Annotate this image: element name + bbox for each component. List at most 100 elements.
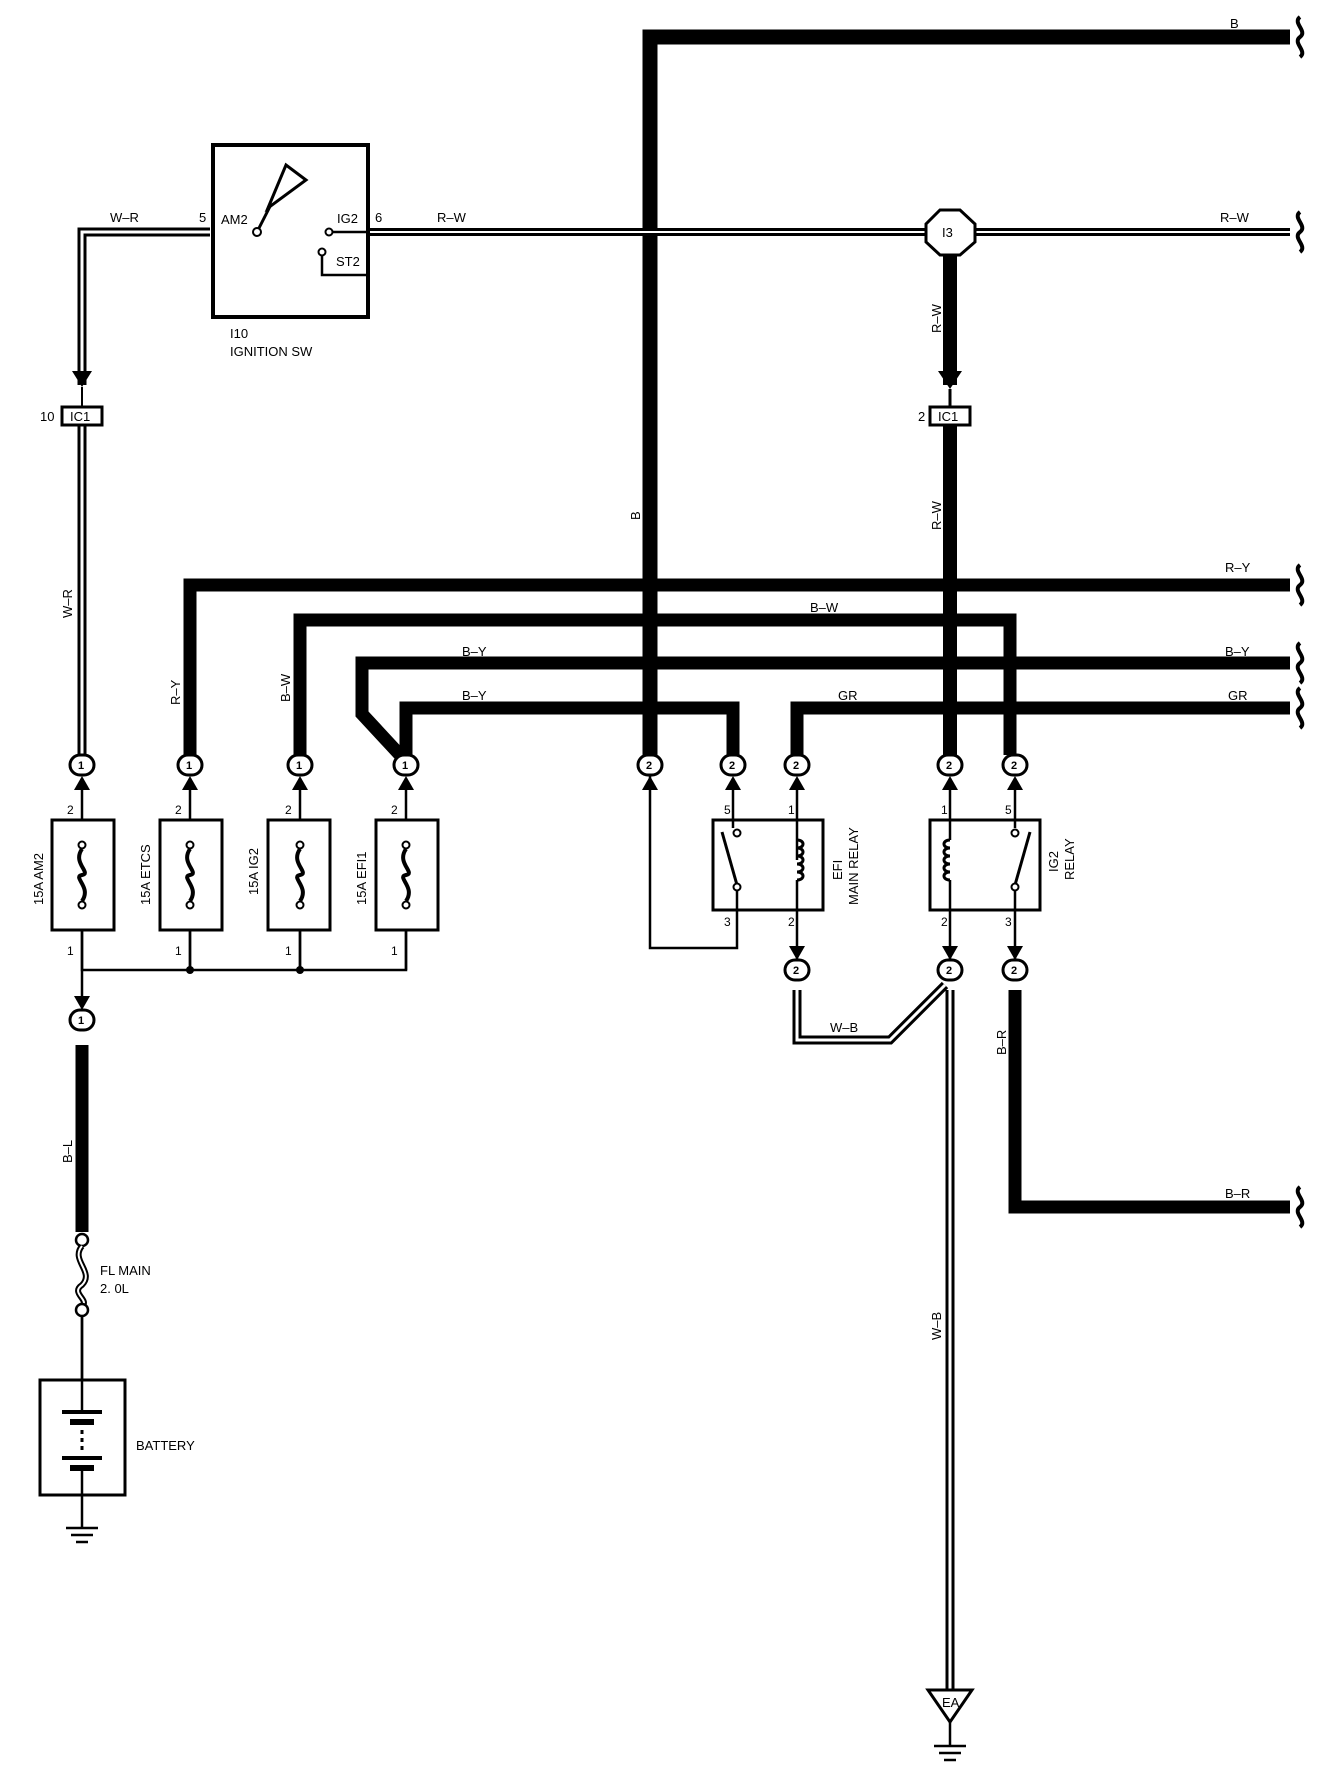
connectors-lower: 2 2 2	[783, 946, 1029, 982]
efi-main-relay: 5 1 3 2 EFI MAIN RELAY	[711, 790, 861, 960]
fuse-efi1-pin-top: 2	[391, 803, 398, 817]
efi-pin-2: 2	[788, 915, 795, 929]
conn-pin-am2: 1	[78, 760, 84, 772]
fuse-am2: 15A AM2 2 1	[31, 790, 116, 960]
label-by-2-mid: B–Y	[462, 688, 487, 703]
fuse-am2-pin-bottom: 1	[67, 944, 74, 958]
ig2-pin-3: 3	[1005, 915, 1012, 929]
fl-main-fusible-link: FL MAIN 2. 0L	[74, 1232, 151, 1380]
label-bw-vert: B–W	[278, 673, 293, 702]
label-rw-top-left: R–W	[437, 210, 467, 225]
conn-bl-pin: 1	[78, 1015, 84, 1027]
connector-upper-pins: 1 1 1 1 2 2 2 2 2	[78, 760, 1017, 772]
battery-label: BATTERY	[136, 1438, 195, 1453]
efi-pin-5: 5	[724, 803, 731, 817]
label-wb-vert: W–B	[929, 1312, 944, 1340]
battery: BATTERY	[38, 1378, 195, 1497]
fuse-ig2-label: 15A IG2	[246, 848, 261, 895]
label-by-1-right: B–Y	[1225, 644, 1250, 659]
ignition-st2-label: ST2	[336, 254, 360, 269]
i3-label: I3	[942, 225, 953, 240]
label-br-vert: B–R	[994, 1030, 1009, 1055]
label-rw-vert-1: R–W	[929, 303, 944, 333]
fuse-efi1: 15A EFI1 2 1	[354, 790, 440, 970]
ignition-pin-am2: 5	[199, 210, 206, 225]
label-b-vertical: B	[628, 511, 643, 520]
battery-ground-icon	[66, 1526, 98, 1544]
ig2-relay-label-2: RELAY	[1062, 838, 1077, 880]
conn-pin-etcs: 1	[186, 760, 192, 772]
fuse-ig2: 15A IG2 2 1	[246, 790, 332, 970]
wire-ends	[1295, 15, 1305, 1229]
connector-bl: 1	[68, 996, 96, 1032]
label-b-top: B	[1230, 16, 1239, 31]
ic1-left-pin: 10	[40, 409, 54, 424]
label-bw-top: B–W	[810, 600, 839, 615]
label-rw-vert-2: R–W	[929, 500, 944, 530]
ignition-pin-ig2: 6	[375, 210, 382, 225]
conn-pin-efi-1: 2	[793, 760, 799, 772]
fuse-ig2-pin-bottom: 1	[285, 944, 292, 958]
fuse-etcs-pin-top: 2	[175, 803, 182, 817]
wire-labels: B B R–W R–W R–W R–W W–R W–R R–Y R–Y B–W …	[60, 16, 1251, 1340]
ignition-name: IGNITION SW	[230, 344, 313, 359]
wire-bw	[293, 613, 1017, 755]
junction-dots	[186, 966, 304, 974]
wire-wb	[792, 981, 955, 1690]
ig2-pin-5: 5	[1005, 803, 1012, 817]
fuse-etcs: 15A ETCS 2 1	[138, 790, 224, 970]
fuse-etcs-pin-bottom: 1	[175, 944, 182, 958]
wire-gr	[790, 701, 1290, 755]
ig2-relay-label-1: IG2	[1046, 851, 1061, 872]
efi-relay-label-2: MAIN RELAY	[846, 827, 861, 905]
wire-b-main	[642, 29, 1290, 755]
wire-by-1	[355, 656, 1290, 760]
ignition-id: I10	[230, 326, 248, 341]
label-ry-vert: R–Y	[168, 679, 183, 705]
wire-by-2	[399, 701, 740, 755]
ignition-switch: AM2 IG2 ST2 5 6 I10 IGNITION SW	[199, 143, 382, 359]
connector-ic1-left: IC1 10	[40, 371, 104, 427]
wire-ry	[183, 578, 1290, 755]
efi-relay-label-1: EFI	[830, 860, 845, 880]
label-by-1-mid: B–Y	[462, 644, 487, 659]
wire-br	[1008, 990, 1290, 1214]
label-ry-top: R–Y	[1225, 560, 1251, 575]
label-wb-horiz: W–B	[830, 1020, 858, 1035]
label-wr-top: W–R	[110, 210, 139, 225]
wire-wr	[77, 227, 210, 755]
ic1-right-pin: 2	[918, 409, 925, 424]
fuse-efi1-pin-bottom: 1	[391, 944, 398, 958]
lower-conn-ig2-2: 2	[946, 965, 952, 977]
label-bl-vert: B–L	[60, 1140, 75, 1163]
ig2-pin-2: 2	[941, 915, 948, 929]
conn-pin-ig2-1: 2	[946, 760, 952, 772]
conn-pin-ig2: 1	[296, 760, 302, 772]
ignition-ig2-label: IG2	[337, 211, 358, 226]
conn-pin-efi1: 1	[402, 760, 408, 772]
ig2-relay: 1 5 2 3 IG2 RELAY	[928, 790, 1077, 960]
ground-ea: EA	[925, 1688, 975, 1762]
fuse-am2-pin-top: 2	[67, 803, 74, 817]
efi-pin-3: 3	[724, 915, 731, 929]
ic1-left-label: IC1	[70, 409, 90, 424]
label-wr-vert: W–R	[60, 589, 75, 618]
fl-main-label: FL MAIN	[100, 1263, 151, 1278]
conn-pin-ig2-5: 2	[1011, 760, 1017, 772]
fl-main-spec: 2. 0L	[100, 1281, 129, 1296]
connector-i3: I3	[924, 208, 977, 257]
fuse-etcs-label: 15A ETCS	[138, 844, 153, 905]
efi-pin-1: 1	[788, 803, 795, 817]
connector-ic1-right: IC1 2	[918, 371, 972, 427]
ground-ea-label: EA	[942, 1695, 960, 1710]
fuse-efi1-label: 15A EFI1	[354, 852, 369, 905]
connectors-upper	[68, 753, 1029, 777]
ic1-right-label: IC1	[938, 409, 958, 424]
label-br-right: B–R	[1225, 1186, 1250, 1201]
fuse-ig2-pin-top: 2	[285, 803, 292, 817]
label-gr-right: GR	[1228, 688, 1248, 703]
connector-arrows	[74, 776, 1023, 790]
ig2-pin-1: 1	[941, 803, 948, 817]
